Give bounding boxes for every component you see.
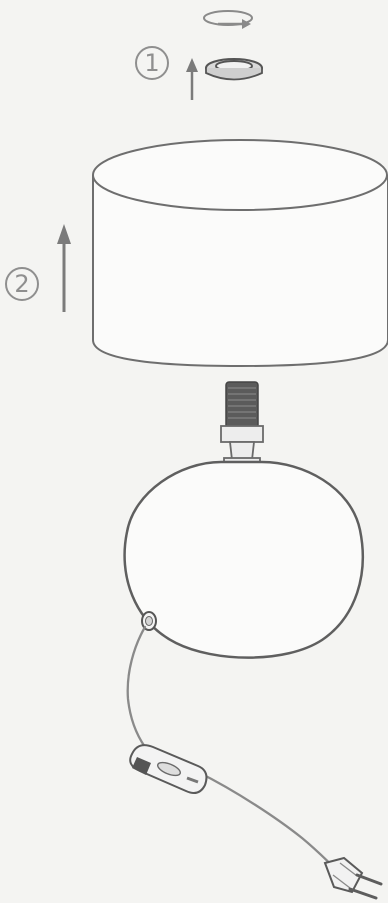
step-2-number: 2 [14,270,29,298]
euro-plug [325,858,381,898]
rotate-icon [204,11,252,29]
inline-switch [130,745,206,793]
step-2-arrow-icon [57,224,71,312]
lamp-shade [93,140,388,366]
lamp-base [125,462,363,658]
step-1-arrow-icon [186,58,198,100]
step-1-number: 1 [144,49,159,77]
locking-ring [206,59,262,80]
step-2-marker: 2 [6,268,38,300]
step-1-marker: 1 [136,47,168,79]
